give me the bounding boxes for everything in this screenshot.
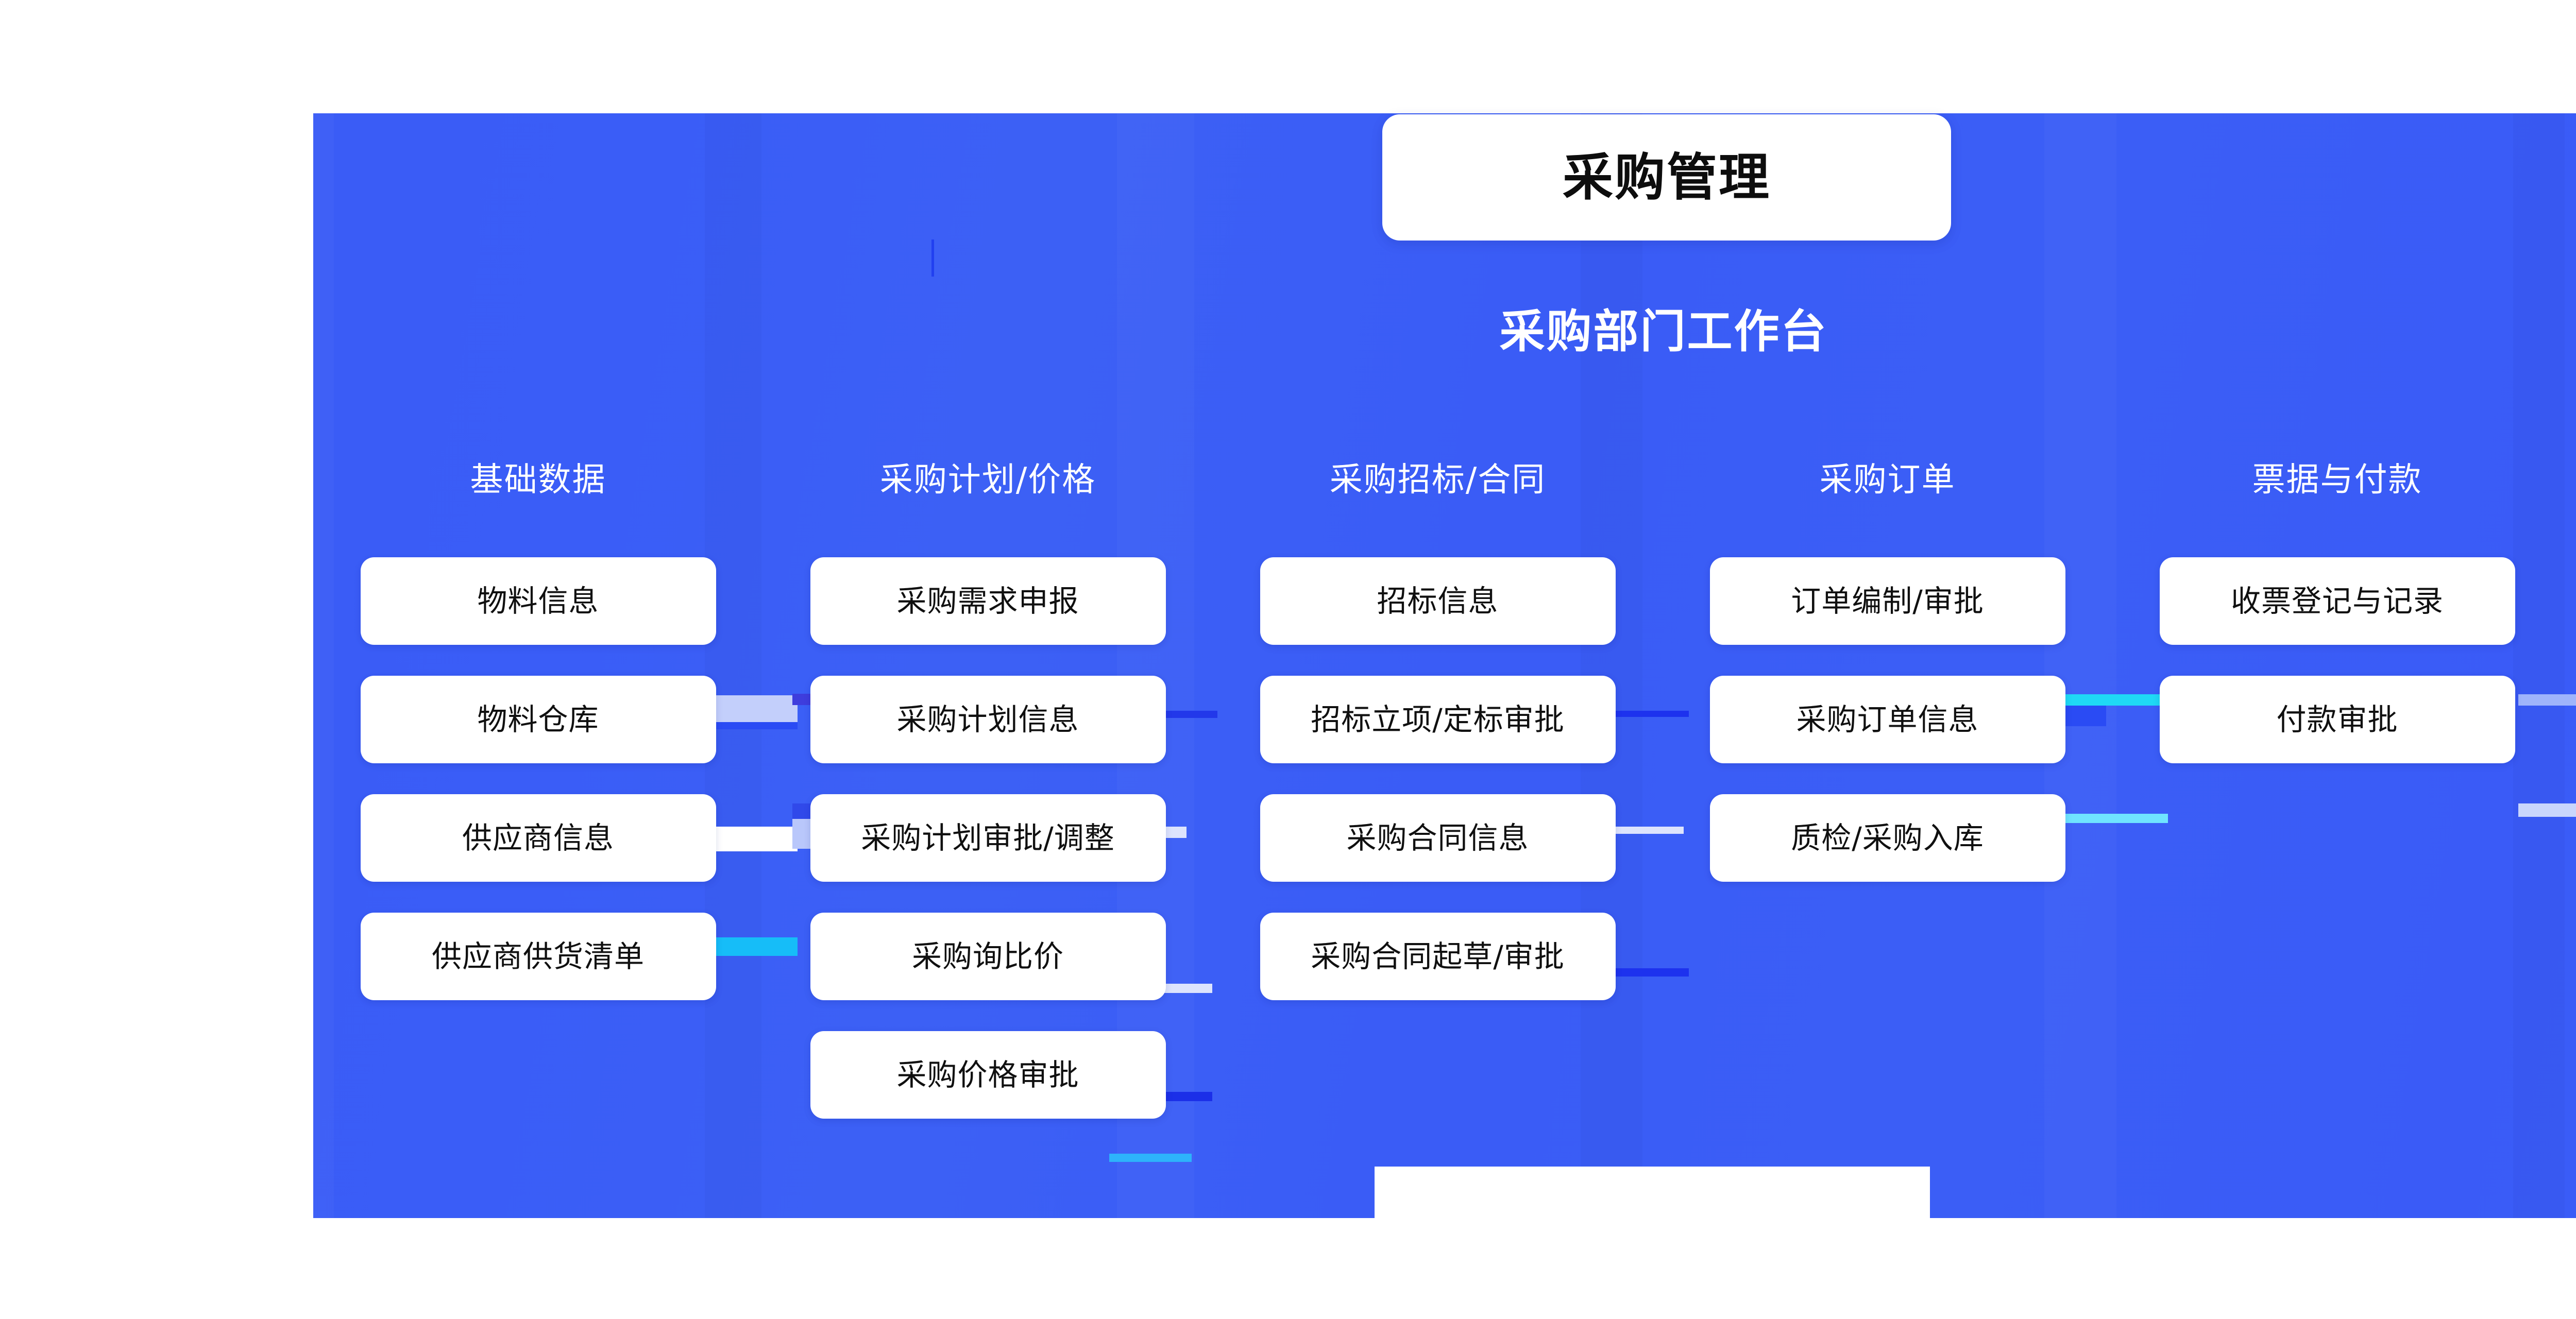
column-basic-data: 基础数据 物料信息 物料仓库 供应商信息 供应商供货清单 xyxy=(313,464,763,1031)
module-card[interactable]: 采购询比价 xyxy=(810,913,1166,1000)
module-card-label: 采购计划审批/调整 xyxy=(861,820,1115,855)
column-header: 采购计划/价格 xyxy=(879,461,1096,499)
module-card-label: 付款审批 xyxy=(2276,702,2398,737)
module-card[interactable]: 质检/采购入库 xyxy=(1709,794,2065,882)
module-card-label: 供应商信息 xyxy=(462,820,614,855)
module-columns: 基础数据 物料信息 物料仓库 供应商信息 供应商供货清单 采购计划/价格 采购需… xyxy=(313,464,2576,1150)
module-card-label: 采购需求申报 xyxy=(896,584,1079,619)
module-card[interactable]: 物料仓库 xyxy=(360,676,716,763)
module-card[interactable]: 采购计划信息 xyxy=(810,676,1166,763)
module-card[interactable]: 采购合同信息 xyxy=(1260,794,1616,882)
module-card-label: 收票登记与记录 xyxy=(2230,584,2444,619)
module-card[interactable]: 供应商供货清单 xyxy=(360,913,716,1000)
module-card-label: 物料信息 xyxy=(477,584,599,619)
module-card-label: 采购合同信息 xyxy=(1346,820,1529,855)
page-subtitle: 采购部门工作台 xyxy=(1499,305,1828,358)
bottom-crop-overlay xyxy=(1375,1167,1930,1223)
module-card-label: 招标信息 xyxy=(1377,584,1499,619)
module-card[interactable]: 采购需求申报 xyxy=(810,557,1166,645)
module-card-label: 质检/采购入库 xyxy=(1791,820,1984,855)
module-card-label: 采购计划信息 xyxy=(896,702,1079,737)
column-tender-contract: 采购招标/合同 招标信息 招标立项/定标审批 采购合同信息 采购合同起草/审批 xyxy=(1213,464,1663,1031)
module-card-label: 供应商供货清单 xyxy=(431,939,645,974)
column-header: 基础数据 xyxy=(470,461,606,499)
page-title: 采购管理 xyxy=(1562,148,1771,207)
module-card[interactable]: 招标信息 xyxy=(1260,557,1616,645)
column-header: 采购订单 xyxy=(1819,461,1956,499)
module-card-label: 采购合同起草/审批 xyxy=(1311,939,1565,974)
module-card-label: 采购订单信息 xyxy=(1796,702,1979,737)
module-card-label: 订单编制/审批 xyxy=(1791,584,1984,619)
module-card[interactable]: 采购合同起草/审批 xyxy=(1260,913,1616,1000)
column-invoice-payment: 票据与付款 收票登记与记录 付款审批 xyxy=(2112,464,2562,794)
module-card-label: 采购价格审批 xyxy=(896,1057,1079,1092)
module-card-label: 招标立项/定标审批 xyxy=(1311,702,1565,737)
page-title-card: 采购管理 xyxy=(1382,114,1951,241)
module-card[interactable]: 订单编制/审批 xyxy=(1709,557,2065,645)
module-card[interactable]: 采购价格审批 xyxy=(810,1031,1166,1119)
column-header: 采购招标/合同 xyxy=(1329,461,1546,499)
module-card[interactable]: 采购计划审批/调整 xyxy=(810,794,1166,882)
module-card[interactable]: 物料信息 xyxy=(360,557,716,645)
workbench-panel xyxy=(313,113,2576,1218)
module-card-label: 物料仓库 xyxy=(477,702,599,737)
module-card[interactable]: 招标立项/定标审批 xyxy=(1260,676,1616,763)
column-purchase-plan-price: 采购计划/价格 采购需求申报 采购计划信息 采购计划审批/调整 采购询比价 采购… xyxy=(763,464,1213,1150)
column-purchase-order: 采购订单 订单编制/审批 采购订单信息 质检/采购入库 xyxy=(1663,464,2112,913)
module-card[interactable]: 采购订单信息 xyxy=(1709,676,2065,763)
column-data-statistics: 数据统计 计划/订单金额 招标/合同金额 询比价情况 采购付款情况 …… xyxy=(2562,464,2576,1150)
module-card[interactable]: 付款审批 xyxy=(2159,676,2515,763)
column-header: 票据与付款 xyxy=(2252,461,2422,499)
module-card[interactable]: 收票登记与记录 xyxy=(2159,557,2515,645)
module-card[interactable]: 供应商信息 xyxy=(360,794,716,882)
module-card-label: 采购询比价 xyxy=(911,939,1064,974)
title-connector xyxy=(931,239,934,277)
render-artifact xyxy=(1109,1154,1192,1162)
